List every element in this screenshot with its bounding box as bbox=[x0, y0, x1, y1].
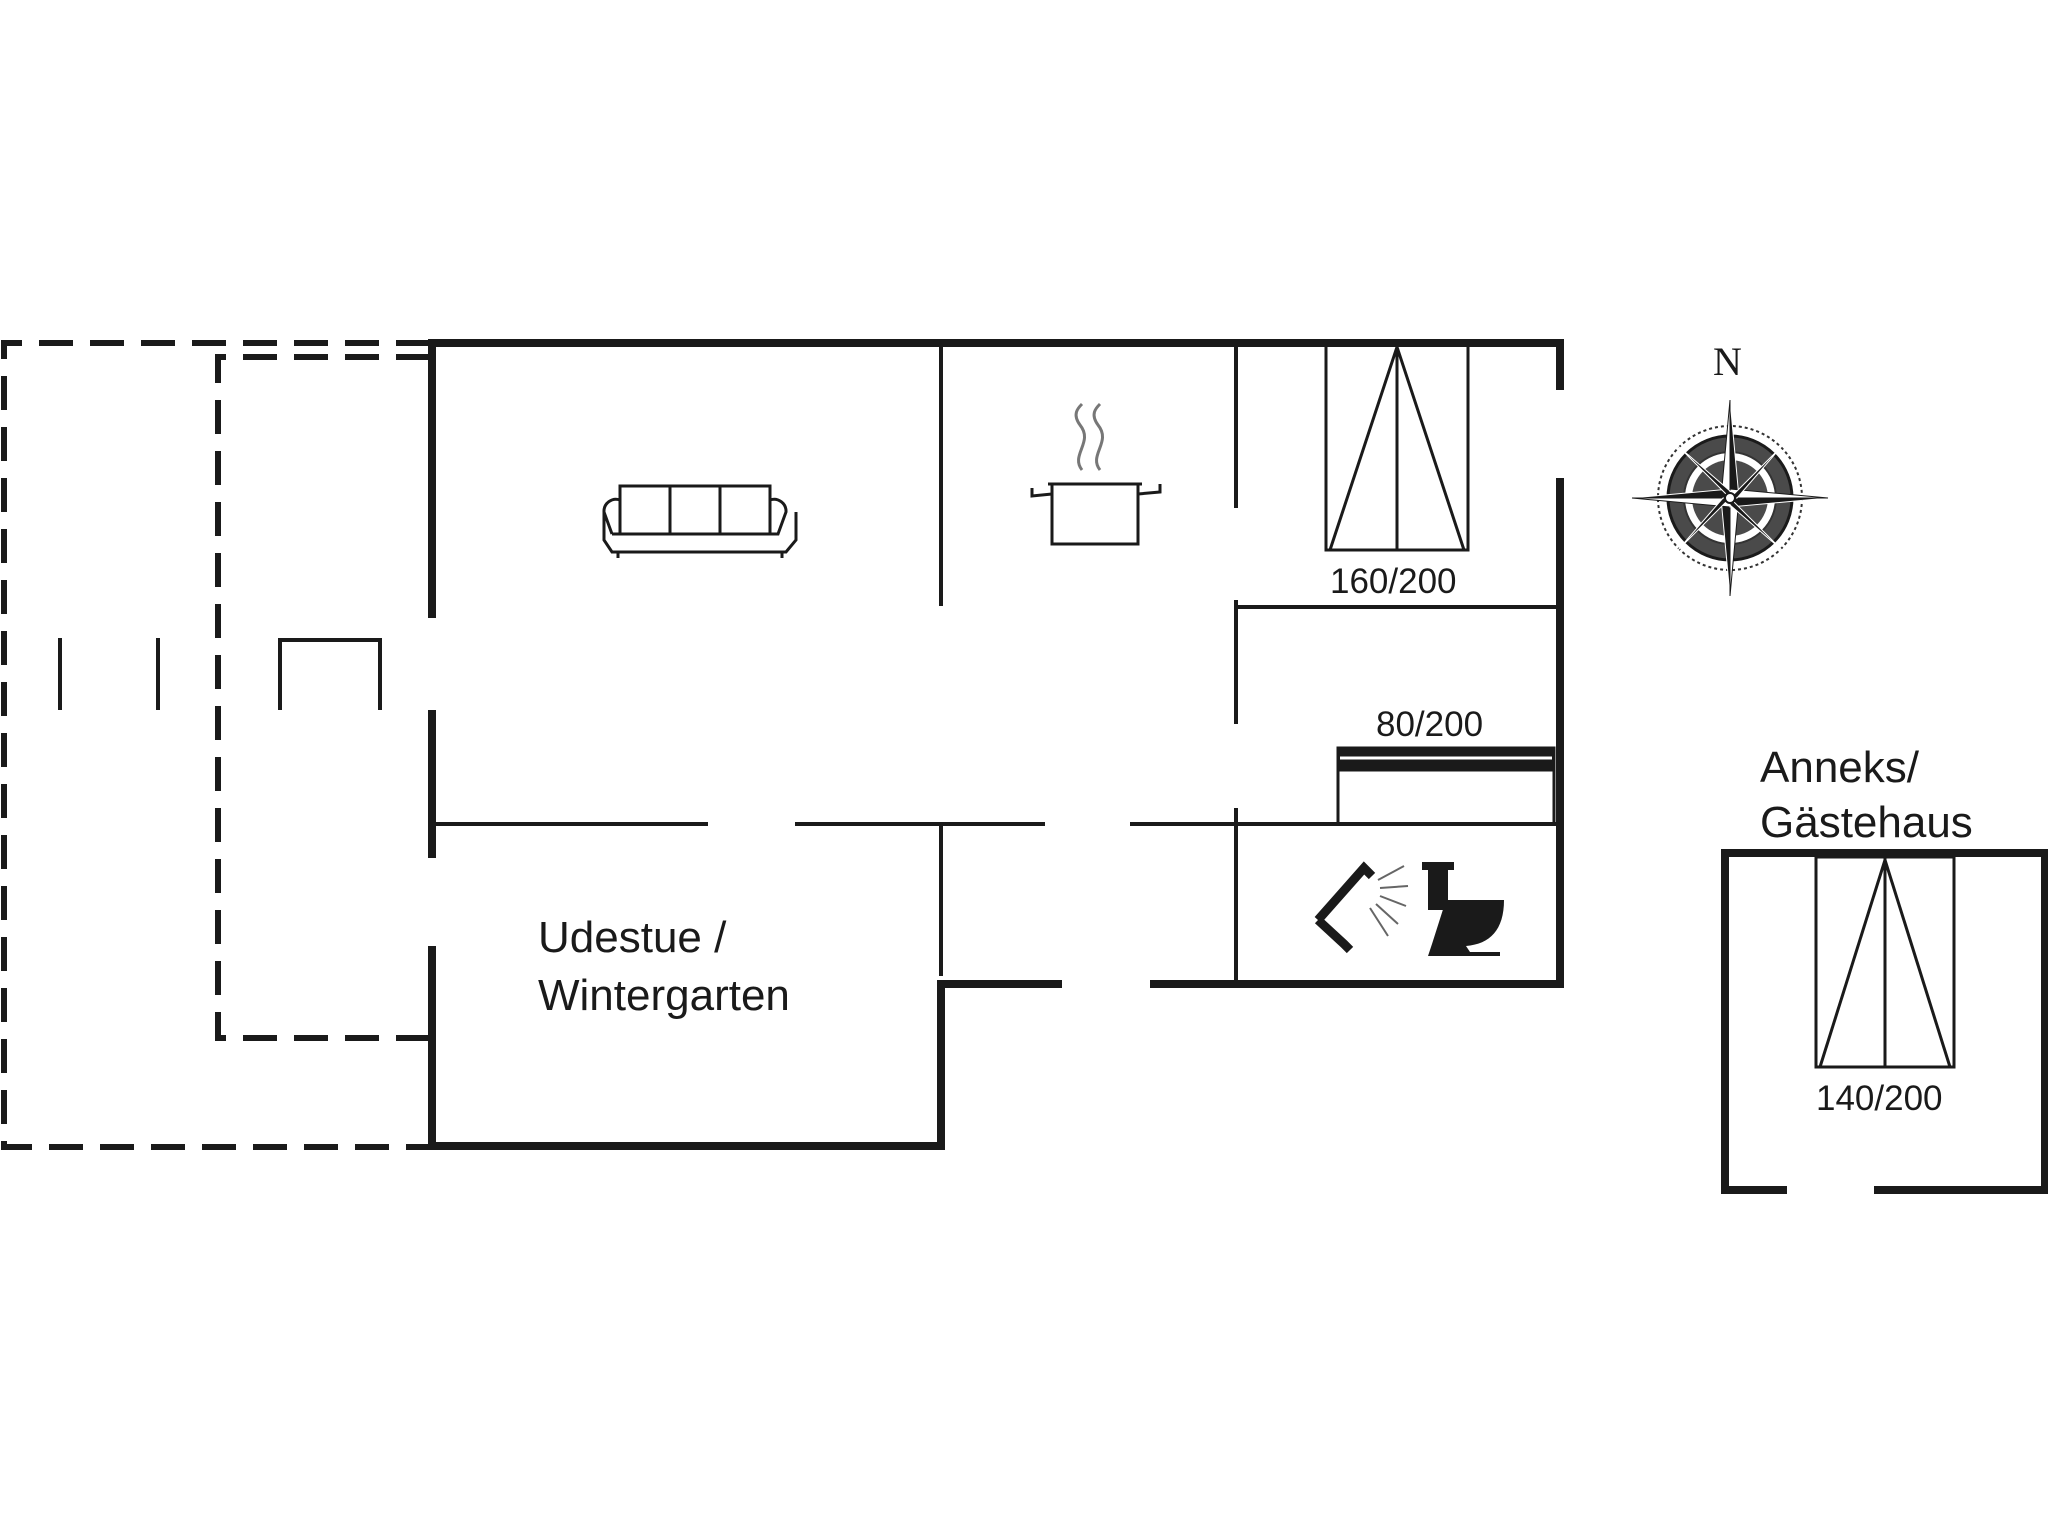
compass-north-label: N bbox=[1713, 339, 1742, 384]
terrace-marks bbox=[58, 638, 382, 710]
terrace-dashed-outline bbox=[1, 340, 430, 1150]
bed-size-label-single: 80/200 bbox=[1376, 705, 1484, 744]
single-bed-icon bbox=[1336, 746, 1556, 826]
room-label-annex-line2: Gästehaus bbox=[1760, 798, 1973, 847]
toilet-icon bbox=[1422, 862, 1504, 956]
bed-size-label-large: 160/200 bbox=[1330, 562, 1457, 601]
annex-walls bbox=[1721, 849, 2048, 1194]
shower-icon bbox=[1314, 861, 1409, 954]
room-label-annex-line1: Anneks/ bbox=[1760, 743, 1919, 792]
exterior-walls bbox=[428, 339, 1564, 1150]
double-bed-icon bbox=[1324, 343, 1470, 552]
compass-rose-icon bbox=[1631, 399, 1829, 597]
cooking-pot-icon bbox=[1030, 402, 1162, 546]
room-label-wintergarden-line1: Udestue / bbox=[538, 913, 727, 962]
sofa-icon bbox=[602, 484, 798, 558]
bed-size-label-annex: 140/200 bbox=[1816, 1079, 1943, 1118]
interior-walls bbox=[432, 343, 1558, 980]
annex-double-bed-icon bbox=[1814, 855, 1956, 1069]
room-label-wintergarden-line2: Wintergarten bbox=[538, 971, 790, 1020]
